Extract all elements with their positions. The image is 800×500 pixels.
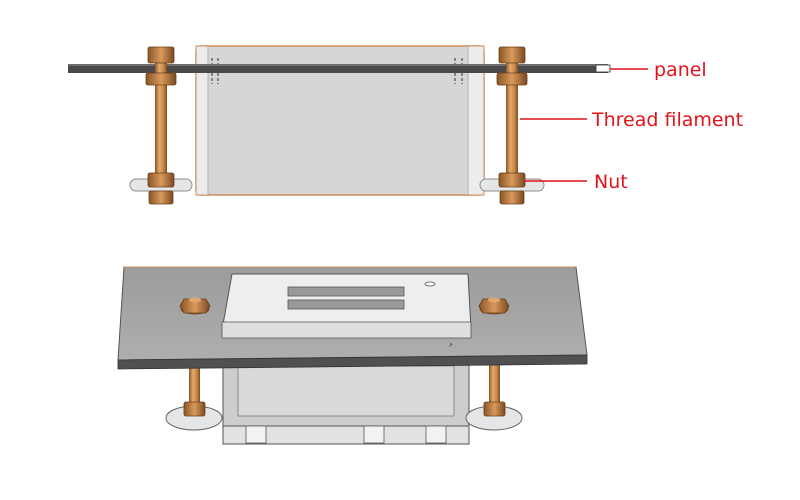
right-thread-rod [506,52,518,202]
panel-label: panel [654,59,707,81]
iso-slot-lower [287,299,405,310]
left-bottom-nut [147,172,175,188]
isometric-view: ↗ [117,266,588,445]
thread-filament-label: Thread filament [591,109,743,131]
left-top-nut [147,46,175,64]
iso-left-bolt [179,297,211,315]
left-thread-rod [155,52,167,202]
right-top-nut [498,46,526,64]
nut-label: Nut [594,171,628,193]
svg-text:↗: ↗ [448,342,453,349]
iso-right-bolt [478,297,510,315]
panel-bar [68,64,608,73]
iso-slot-upper [287,286,405,297]
iso-left-rod [189,360,200,418]
callouts: panel Thread filament Nut [520,59,743,193]
iso-right-rod [489,360,500,418]
right-bottom-nut [498,172,526,188]
side-view [68,45,611,205]
